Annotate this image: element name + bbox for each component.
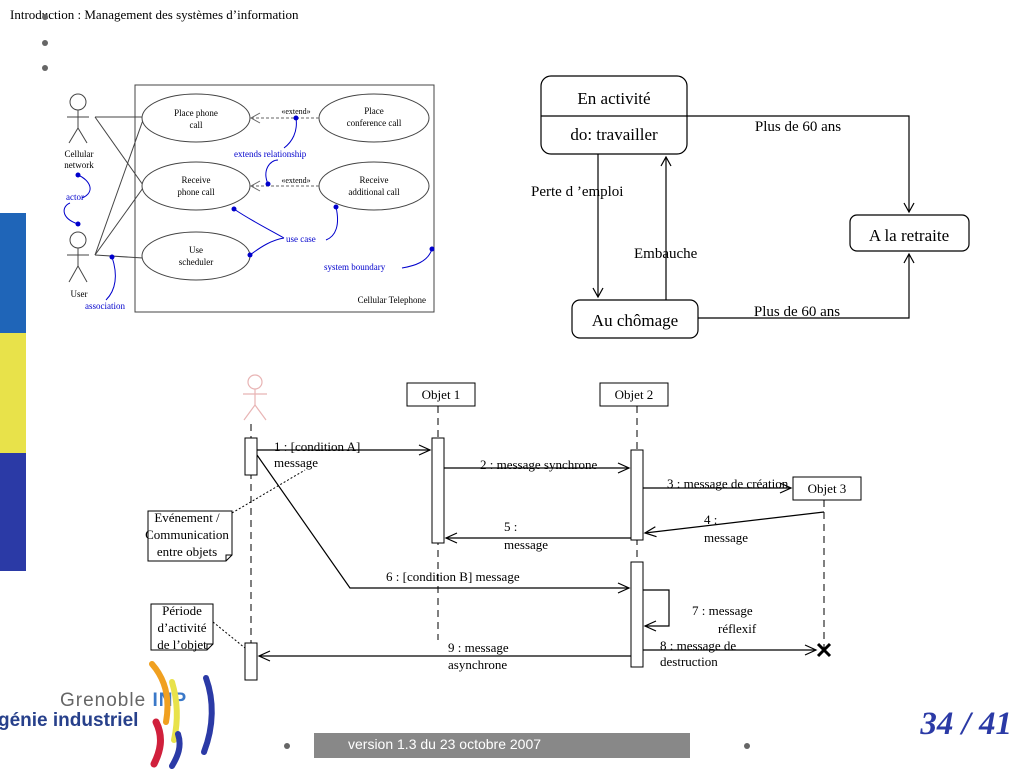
message-5-label: message (504, 537, 548, 552)
state-name-chomage: Au chômage (592, 311, 678, 330)
actor-label-cellular-2: network (64, 160, 94, 170)
state-action-travailler: do: travailler (570, 125, 658, 144)
message-5-label: 5 : (504, 519, 517, 534)
actor-user (67, 231, 89, 283)
transition-label-active-retired: Plus de 60 ans (755, 119, 841, 135)
footer-version-bar (314, 733, 690, 758)
logo-genie-industriel: génie industriel (0, 710, 139, 731)
object-2-box (599, 382, 669, 407)
bullet-point (42, 65, 48, 71)
transition-label-job-loss: Perte d ’emploi (531, 184, 623, 200)
use-case-label: Use (189, 245, 203, 255)
extend-arrows (252, 117, 319, 187)
extend-arrowheads (249, 112, 261, 192)
annotation-leaders (63, 117, 433, 301)
note-activity-line: Période (162, 603, 202, 618)
note-event (147, 510, 233, 562)
annotation-dots (75, 115, 435, 260)
message-7-label: réflexif (718, 621, 757, 636)
extend-label: «extend» (281, 107, 310, 116)
bullet-point (42, 40, 48, 46)
object-2-label: Objet 2 (615, 387, 654, 402)
note-activity-line: de l’objet (157, 637, 207, 652)
use-case-label: conference call (347, 118, 402, 128)
use-case-label: call (190, 120, 203, 130)
transition-unemployed-retired (698, 252, 915, 319)
state-name-en-activite: En activité (577, 89, 650, 108)
use-case-label: Receive (360, 175, 389, 185)
annotation-actor: actor (66, 192, 84, 202)
annotation-use-case: use case (286, 234, 316, 244)
logo-arcs-icon (149, 661, 215, 769)
message-3-label: 3 : message de création (667, 476, 789, 491)
sequence-actor (243, 374, 267, 421)
actor-label-user: User (71, 289, 88, 299)
message-1-label: message (274, 455, 318, 470)
message-9-label: 9 : message (448, 640, 509, 655)
note-event-line: Communication (145, 527, 229, 542)
note-event-connector (231, 469, 306, 514)
note-event-line: entre objets (157, 544, 217, 559)
note-event-line: Evénement / (154, 510, 220, 525)
extend-label: «extend» (281, 176, 310, 185)
message-arrows (256, 444, 825, 662)
use-case-label: Place (364, 106, 384, 116)
association-lines (94, 116, 144, 259)
page-number: 34 / 41 (920, 706, 1012, 742)
message-7-label: 7 : message (692, 603, 753, 618)
use-case-label: Place phone (174, 108, 218, 118)
footer-bullet (284, 743, 290, 749)
activation-bars (244, 437, 644, 681)
state-a-la-retraite (849, 214, 970, 252)
message-8-label: 8 : message de (660, 638, 736, 653)
destruction-cross-icon (816, 642, 832, 658)
use-case-label: Receive (182, 175, 211, 185)
message-2-label: 2 : message synchrone (480, 457, 598, 472)
message-4-label: message (704, 530, 748, 545)
transition-label-unemployed-retired: Plus de 60 ans (754, 304, 840, 320)
message-4-label: 4 : (704, 512, 717, 527)
footer-version-text: version 1.3 du 23 octobre 2007 (348, 736, 542, 752)
logo-text-grenoble: Grenoble (60, 690, 153, 711)
transition-active-retired (687, 115, 915, 214)
object-1-label: Objet 1 (422, 387, 461, 402)
annotation-system-boundary: system boundary (324, 262, 386, 272)
object-1-box (406, 382, 476, 407)
message-9-label: asynchrone (448, 657, 507, 672)
use-case-label: phone call (177, 187, 215, 197)
annotation-extends-relationship: extends relationship (234, 149, 307, 159)
bullet-point (42, 14, 48, 20)
sidebar-stripe-navy (0, 453, 26, 571)
actor-cellular-network (67, 93, 89, 144)
state-name-retraite: A la retraite (869, 226, 949, 245)
footer-bullet (744, 743, 750, 749)
state-au-chomage (571, 299, 699, 339)
message-6-label: 6 : [condition B] message (386, 569, 520, 584)
note-activity-line: d’activité (157, 620, 206, 635)
object-3-label: Objet 3 (808, 481, 847, 496)
use-case-label: scheduler (179, 257, 213, 267)
transition-label-hiring: Embauche (634, 246, 698, 262)
sidebar-stripe-blue (0, 213, 26, 333)
slide-header-title: Introduction : Management des systèmes d… (10, 7, 299, 22)
state-en-activite (540, 75, 688, 155)
note-activity (150, 603, 214, 651)
sidebar-stripe-yellow (0, 333, 26, 453)
annotation-association: association (85, 301, 125, 311)
use-case-label: additional call (348, 187, 400, 197)
system-name-label: Cellular Telephone (358, 295, 426, 305)
message-8-label: destruction (660, 654, 718, 669)
object-3-box (792, 476, 862, 501)
actor-label-cellular-1: Cellular (65, 149, 94, 159)
note-activity-connector (212, 621, 246, 649)
message-1-label: 1 : [condition A] (274, 439, 360, 454)
